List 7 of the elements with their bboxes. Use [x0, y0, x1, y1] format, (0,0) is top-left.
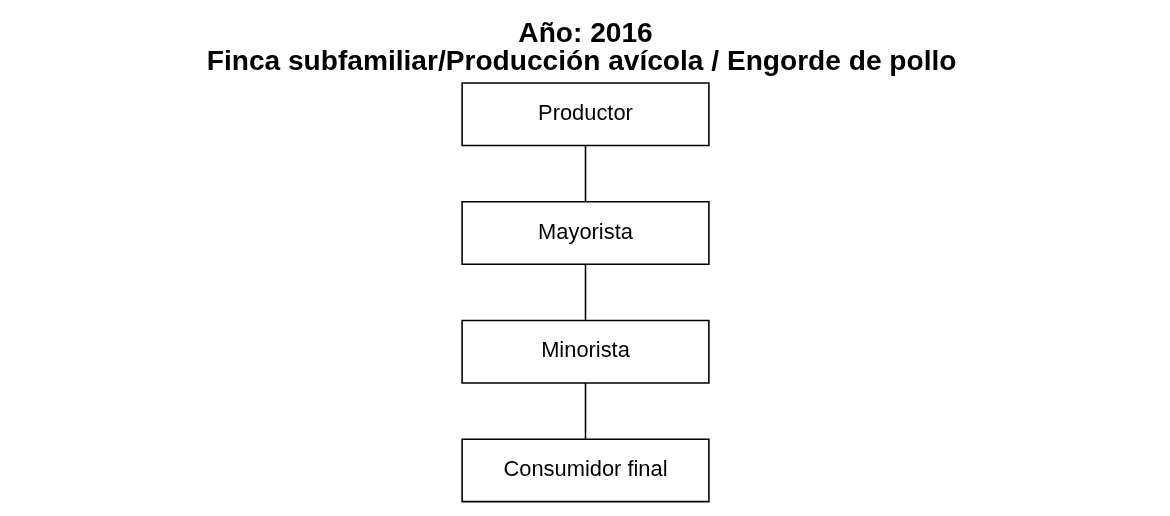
connector — [584, 144, 586, 203]
node-box: Productor — [460, 82, 710, 147]
node-box: Consumidor final — [460, 438, 710, 503]
connector — [584, 263, 586, 321]
connector — [584, 382, 586, 440]
node-box: Minorista — [460, 319, 710, 384]
node-box: Mayorista — [460, 201, 710, 266]
